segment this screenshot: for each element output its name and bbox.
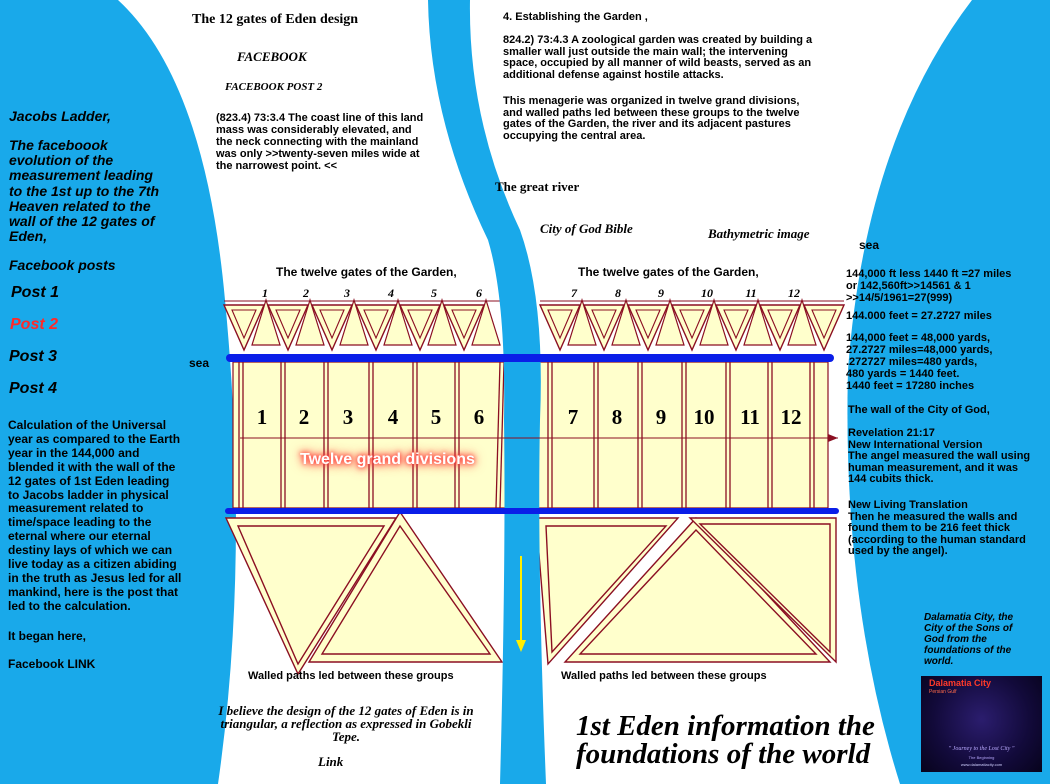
facebook-link[interactable]: Facebook LINK [8, 657, 96, 671]
gate-number: 11 [745, 286, 757, 300]
nlt-text: New Living Translation Then he measured … [848, 499, 1026, 558]
post-1-link[interactable]: Post 1 [11, 284, 60, 301]
gate-triangles-up [251, 297, 817, 346]
gate-number: 12 [788, 286, 800, 300]
wall-city-heading: The wall of the City of God, [848, 404, 990, 416]
walled-paths-left-label: Walled paths led between these groups [248, 670, 454, 682]
gate-number: 3 [344, 286, 350, 300]
division-number: 8 [611, 405, 623, 429]
sea-right-label: sea [859, 238, 880, 252]
division-number: 3 [342, 405, 354, 429]
calc-text-3: 144,000 feet = 48,000 yards, 27.2727 mil… [846, 332, 993, 392]
bathymetric-label: Bathymetric image [708, 226, 810, 241]
began-here-text: It began here, [8, 629, 87, 643]
gate-number: 4 [388, 286, 394, 300]
belief-text: I believe the design of the 12 gates of … [218, 703, 474, 744]
thumbnail-title: Dalamatia City [929, 678, 992, 688]
facebook-label: FACEBOOK [237, 49, 307, 64]
twelve-divisions-label: Twelve grand divisions [300, 451, 475, 468]
blue-walls [225, 354, 839, 514]
gate-number: 2 [303, 286, 309, 300]
gate-number: 5 [431, 286, 437, 300]
division-number: 6 [473, 405, 485, 429]
quote-823: (823.4) 73:3.4 The coast line of this la… [216, 112, 424, 172]
division-number: 1 [256, 405, 268, 429]
left-sea [0, 0, 236, 784]
gate-number: 7 [571, 286, 577, 300]
post-2-link[interactable]: Post 2 [10, 316, 59, 333]
gates-right-label: The twelve gates of the Garden, [578, 265, 759, 279]
calc-text-1: 144,000 ft less 1440 ft =27 miles or 142… [846, 268, 1012, 304]
big-title: 1st Eden information the foundations of … [576, 710, 875, 770]
gate-triangles-inner [231, 309, 837, 340]
garden-para2: This menagerie was organized in twelve g… [503, 95, 800, 142]
thumbnail-subtitle: Persian Gulf [929, 689, 957, 695]
sea-left-label: sea [189, 356, 210, 370]
division-number: 12 [780, 405, 802, 429]
division-number: 2 [298, 405, 310, 429]
link-text[interactable]: Link [318, 754, 344, 769]
gate-number: 9 [658, 286, 664, 300]
walled-paths-right-label: Walled paths led between these groups [561, 670, 767, 682]
division-number: 9 [655, 405, 667, 429]
jacobs-ladder-label: Jacobs Ladder, [9, 108, 111, 124]
thumbnail-url: www.dalamatiacity.com [960, 762, 1003, 767]
great-river-label: The great river [495, 179, 580, 194]
facebook-posts-heading: Facebook posts [9, 257, 116, 273]
division-number: 7 [567, 405, 579, 429]
division-number: 10 [693, 405, 715, 429]
calc-text-2: 144.000 feet = 27.2727 miles [846, 310, 992, 322]
bottom-triangles [224, 510, 837, 676]
calculation-text: Calculation of the Universal year as com… [8, 418, 182, 613]
garden-heading: 4. Establishing the Garden , [503, 11, 648, 23]
revelation-text: Revelation 21:17 New International Versi… [848, 427, 1031, 486]
facebook-post-label: FACEBOOK POST 2 [225, 81, 323, 93]
post-4-link[interactable]: Post 4 [9, 380, 58, 397]
division-number: 5 [430, 405, 442, 429]
thumbnail-tagline: The Beginning [968, 755, 995, 760]
gate-number: 1 [262, 286, 268, 300]
gates-left-label: The twelve gates of the Garden, [276, 265, 457, 279]
evolution-text: The faceboook evolution of the measureme… [9, 137, 160, 245]
city-of-god-bible-label: City of God Bible [540, 221, 633, 236]
gate-number: 6 [476, 286, 482, 300]
page-title: The 12 gates of Eden design [192, 12, 359, 27]
thumbnail-quote: " Journey to the Lost City " [948, 746, 1015, 752]
dalamatia-thumbnail[interactable]: Dalamatia City Persian Gulf " Journey to… [921, 676, 1042, 772]
gate-triangles [222, 304, 846, 352]
river [428, 0, 546, 784]
post-3-link[interactable]: Post 3 [9, 348, 58, 365]
division-number: 11 [740, 405, 760, 429]
divisions-arrowhead [828, 434, 838, 442]
division-number: 4 [387, 405, 399, 429]
dalamatia-text: Dalamatia City, the City of the Sons of … [924, 612, 1014, 667]
right-sea [847, 0, 1050, 784]
division-separators [238, 361, 815, 509]
garden-para1: 824.2) 73:4.3 A zoological garden was cr… [503, 34, 813, 81]
river-arrowhead [516, 640, 526, 652]
gate-number: 10 [701, 286, 713, 300]
gate-number: 8 [615, 286, 621, 300]
